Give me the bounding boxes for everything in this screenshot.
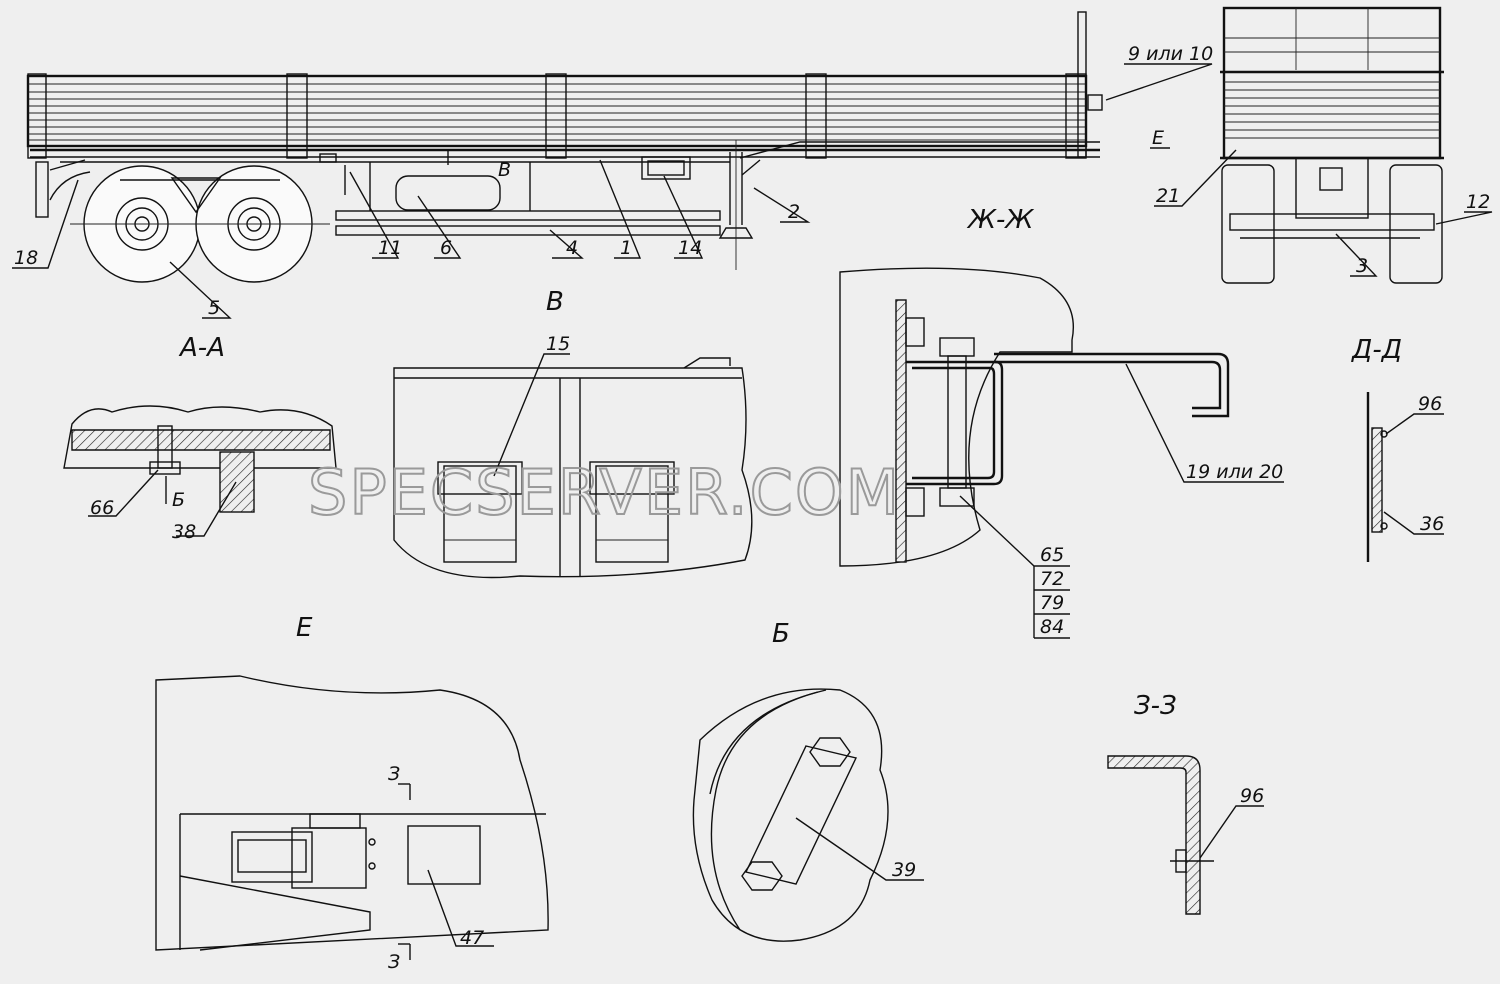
side-view-leaders xyxy=(12,63,1213,319)
trailer-side-view xyxy=(26,11,1103,283)
view-e-drawing xyxy=(155,675,549,960)
section-d-d-drawing xyxy=(1366,392,1444,562)
title-e: Е xyxy=(296,613,313,643)
title-b: Б xyxy=(772,619,790,649)
callout-36: 36 xyxy=(1420,513,1444,535)
view-arrow-b: Б xyxy=(172,489,185,511)
callout-84: 84 xyxy=(1040,616,1064,638)
callout-65: 65 xyxy=(1040,544,1064,566)
callout-6: 6 xyxy=(440,237,452,259)
callout-39: 39 xyxy=(892,859,916,881)
title-v: В xyxy=(546,287,564,317)
callout-96-top: 96 xyxy=(1418,393,1442,415)
callout-72: 72 xyxy=(1040,568,1064,590)
rear-view-leaders xyxy=(1150,147,1493,277)
trailer-rear-view xyxy=(1220,6,1444,284)
view-v-drawing xyxy=(393,353,753,579)
side-view-labels: 18 5 11 6 4 1 14 2 9 или 10 В xyxy=(14,43,1213,319)
callout-2: 2 xyxy=(788,201,800,223)
section-mark-z-top: З xyxy=(388,763,400,785)
view-b-drawing xyxy=(692,688,924,942)
section-zh-zh-drawing xyxy=(839,267,1284,639)
callout-3: 3 xyxy=(1356,255,1368,277)
callout-21: 21 xyxy=(1156,185,1180,207)
view-arrow-v: В xyxy=(498,159,511,181)
callout-11: 11 xyxy=(378,237,402,259)
callout-79: 79 xyxy=(1040,592,1064,614)
view-e-labels: З З 47 xyxy=(388,763,484,973)
section-z-z-drawing xyxy=(1107,755,1264,915)
section-a-a-labels: 66 Б 38 xyxy=(90,489,196,543)
callout-96-bottom: 96 xyxy=(1240,785,1264,807)
section-titles: Ж-Ж В А-А Д-Д Е Б З-З xyxy=(178,205,1402,721)
callout-18: 18 xyxy=(14,247,38,269)
callout-66: 66 xyxy=(90,497,114,519)
watermark: SPECSERVER.COM xyxy=(308,456,901,529)
callout-14: 14 xyxy=(678,237,702,259)
section-zh-zh-labels: 19 или 20 65 72 79 84 xyxy=(1040,461,1283,638)
title-zh-zh: Ж-Ж xyxy=(966,205,1034,235)
callout-12: 12 xyxy=(1466,191,1490,213)
title-z-z: З-З xyxy=(1134,691,1177,721)
callout-47: 47 xyxy=(460,927,484,949)
callout-9-or-10: 9 или 10 xyxy=(1128,43,1213,65)
section-mark-z-bottom: З xyxy=(388,951,400,973)
callout-4: 4 xyxy=(566,237,578,259)
section-d-d-labels: 96 36 xyxy=(1418,393,1444,535)
callout-19-or-20: 19 или 20 xyxy=(1186,461,1283,483)
rear-view-labels: 21 12 3 Е xyxy=(1152,127,1490,277)
callout-1: 1 xyxy=(620,237,632,259)
view-arrow-e: Е xyxy=(1152,127,1164,149)
callout-5: 5 xyxy=(208,297,220,319)
title-a-a: А-А xyxy=(178,333,225,363)
callout-15: 15 xyxy=(546,333,570,355)
title-d-d: Д-Д xyxy=(1351,335,1402,365)
callout-38: 38 xyxy=(172,521,196,543)
section-a-a-drawing xyxy=(63,405,337,537)
